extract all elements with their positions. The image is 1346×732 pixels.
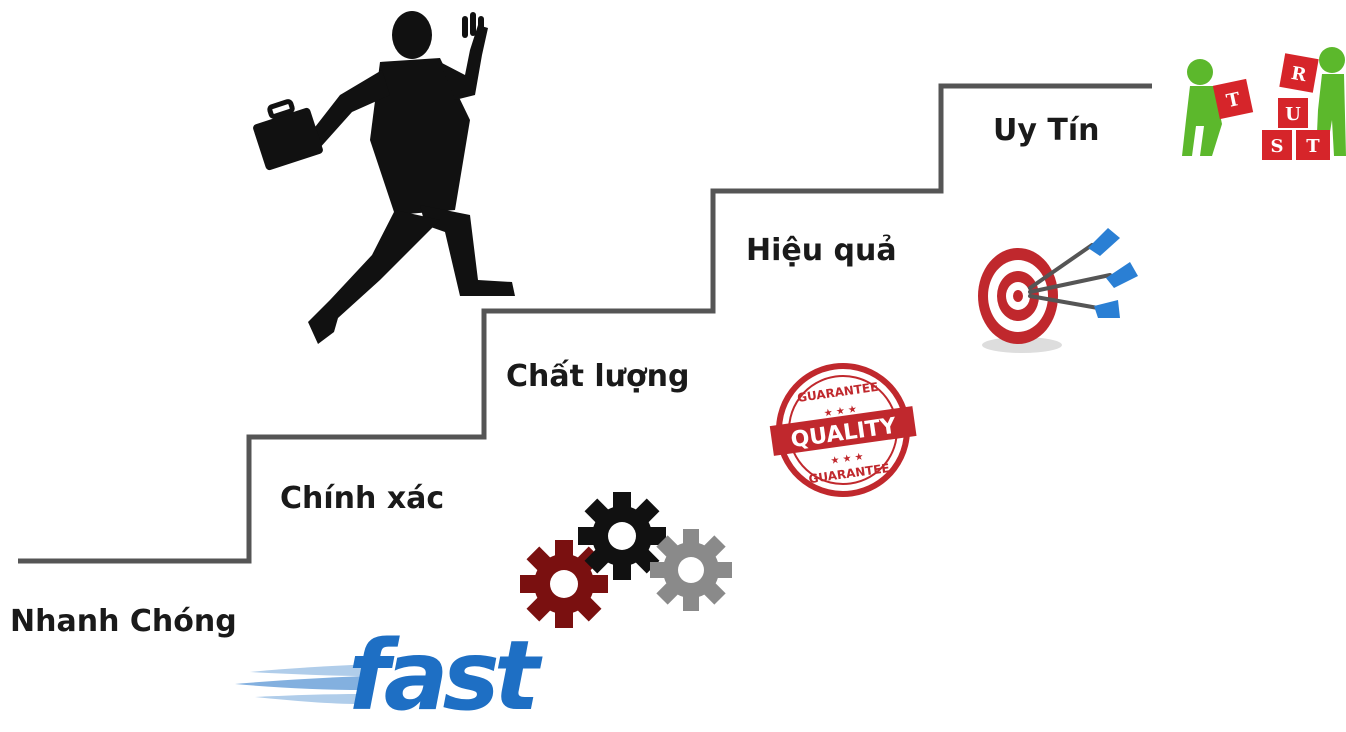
trust-letter-4: S: [1271, 136, 1284, 157]
step-label-chinh-xac: Chính xác: [280, 481, 445, 516]
stamp-star-bottom: ★ ★ ★: [830, 451, 864, 467]
staircase-line: [18, 83, 1152, 564]
trust-letter-2: R: [1290, 63, 1309, 86]
step-label-nhanh-chong: Nhanh Chóng: [10, 604, 237, 639]
trust-letter-5: T: [1306, 136, 1320, 157]
fast-logo-icon: [235, 664, 372, 704]
dart-target-icon: [978, 228, 1138, 353]
trust-block-s: [1262, 130, 1292, 160]
stamp-top-text: GUARANTEE: [796, 380, 879, 405]
trust-block-t1: [1212, 78, 1254, 120]
gears-icon: [520, 492, 732, 628]
step-label-hieu-qua: Hiệu quả: [746, 233, 897, 268]
trust-block-r: [1279, 53, 1319, 93]
trust-block-u: [1278, 98, 1308, 128]
trust-block-t2: [1296, 130, 1330, 160]
step-label-uy-tin: Uy Tín: [993, 113, 1100, 148]
running-businessman-silhouette: [253, 11, 515, 344]
trust-letter-3: U: [1285, 104, 1301, 125]
fast-logo-text: fast: [348, 620, 540, 732]
trust-blocks-icon: T R U S T: [1182, 47, 1346, 160]
quality-stamp-icon: GUARANTEE ★ ★ ★ QUALITY ★ ★ ★ GUARANTEE: [769, 363, 917, 497]
step-label-chat-luong: Chất lượng: [506, 359, 690, 394]
trust-letter-1: T: [1225, 89, 1243, 112]
